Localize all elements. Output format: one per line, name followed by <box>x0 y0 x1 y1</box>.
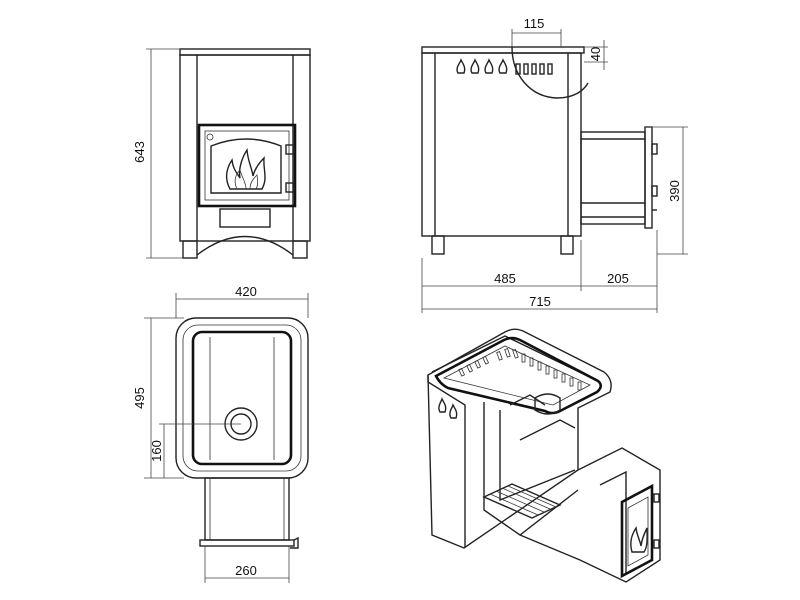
side-body <box>421 52 582 237</box>
top-view: 420 495 160 260 <box>132 284 309 583</box>
dim-side-top-height: 40 <box>588 47 603 61</box>
dim-side-tunnel-length: 205 <box>607 271 629 286</box>
side-leg-rear <box>560 235 574 255</box>
iso-stone-rim[interactable] <box>434 336 603 415</box>
top-stone-rim <box>191 330 293 466</box>
iso-flame-icons <box>438 397 458 419</box>
detail-circle <box>511 46 589 99</box>
side-leg-front <box>431 235 445 255</box>
top-tunnel-door <box>199 539 295 547</box>
dim-side-body-depth: 485 <box>494 271 516 286</box>
iso-body-outline <box>427 328 612 549</box>
dim-top-depth: 495 <box>132 387 147 409</box>
front-body <box>179 54 311 242</box>
front-top-lip <box>179 48 311 56</box>
dim-side-tunnel-height: 390 <box>667 180 682 202</box>
iso-grate <box>482 483 562 519</box>
iso-tunnel-door[interactable] <box>620 483 654 579</box>
dim-side-total-length: 715 <box>529 294 551 309</box>
dim-top-tunnel-width: 260 <box>235 563 257 578</box>
dim-front-height: 643 <box>132 141 147 163</box>
iso-tunnel <box>519 447 661 583</box>
side-view: 115 40 390 485 205 715 <box>421 16 688 313</box>
front-leg-right <box>292 240 308 259</box>
side-flame-icons <box>456 58 508 74</box>
door-hinge-bottom <box>285 182 295 193</box>
dim-top-width: 420 <box>235 284 257 299</box>
isometric-view <box>427 328 661 583</box>
door-hinge-top <box>285 144 295 155</box>
dim-side-top-offset: 115 <box>524 16 545 31</box>
side-top-lip <box>421 46 585 54</box>
front-view: 643 <box>132 48 311 259</box>
firebox-door[interactable] <box>197 123 297 208</box>
dim-top-pipe-offset: 160 <box>149 440 164 462</box>
flame-icon <box>225 147 266 190</box>
iso-vent-slots <box>458 348 582 391</box>
front-leg-left <box>182 240 198 259</box>
iso-door-flame-icon <box>630 526 648 553</box>
side-tunnel <box>580 126 658 229</box>
vent-slots <box>515 63 553 75</box>
ash-slot <box>219 208 271 228</box>
door-emblem <box>206 133 214 141</box>
door-glass <box>210 138 282 194</box>
top-body-outer <box>175 317 309 479</box>
top-tunnel <box>204 477 290 541</box>
